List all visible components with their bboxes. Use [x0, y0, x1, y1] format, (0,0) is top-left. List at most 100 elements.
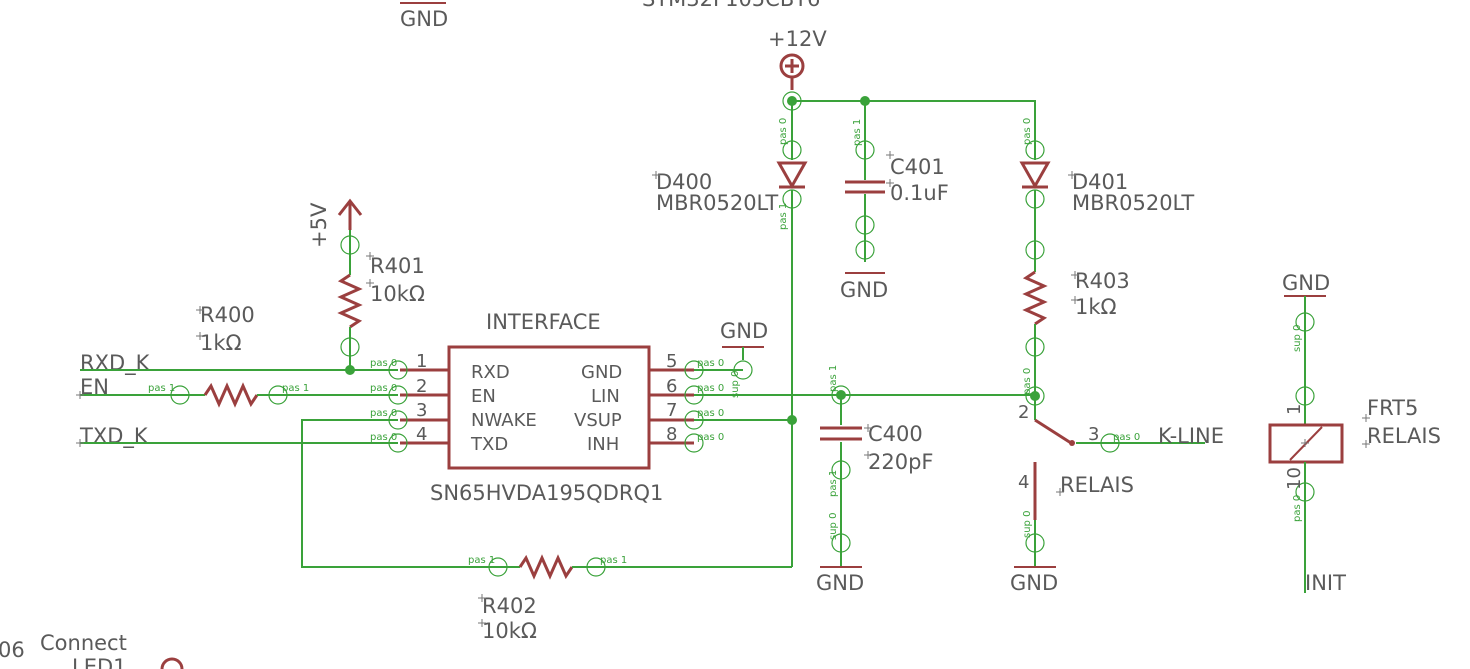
svg-text:pas 1: pas 1: [468, 555, 495, 566]
r402-value: 10kΩ: [482, 619, 537, 643]
svg-text:pas 0: pas 0: [370, 358, 397, 369]
svg-text:pas 0: pas 0: [1022, 368, 1033, 395]
svg-text:pas 0: pas 0: [778, 118, 789, 145]
ic-name: INTERFACE: [486, 310, 601, 334]
ic-body: [447, 345, 651, 470]
svg-text:8: 8: [666, 424, 677, 445]
d401-value: MBR0520LT: [1072, 191, 1194, 215]
svg-text:10: 10: [1284, 467, 1305, 490]
svg-text:pas 0: pas 0: [1292, 495, 1303, 522]
svg-text:pas 1: pas 1: [852, 119, 863, 146]
wire-nwake: [301, 419, 520, 568]
svg-text:pas 0: pas 0: [697, 358, 724, 369]
diode-d400: [776, 161, 808, 190]
r401-value: 10kΩ: [370, 282, 425, 306]
svg-text:4: 4: [416, 424, 427, 445]
gnd-label-c400: GND: [816, 571, 864, 595]
ic-pin-nwake: NWAKE: [471, 410, 537, 431]
v5-supply-symbol: [337, 198, 363, 230]
capacitor-c401: [845, 180, 885, 194]
svg-text:pas 0: pas 0: [370, 408, 397, 419]
ic-pin-lin: LIN: [591, 386, 620, 407]
r400-value: 1kΩ: [200, 331, 242, 355]
resistor-r400: [203, 382, 259, 408]
ic-pin-inh: INH: [587, 434, 619, 455]
ic-pin-en: EN: [471, 386, 496, 407]
svg-text:pas 0: pas 0: [697, 408, 724, 419]
svg-text:sup 0: sup 0: [1022, 511, 1033, 538]
d401-ref: D401: [1072, 170, 1128, 194]
svg-text:pas 1: pas 1: [778, 203, 789, 230]
gnd-label-relais: GND: [1010, 571, 1058, 595]
relais-switch: [1033, 418, 1075, 520]
v5-label: +5V: [307, 202, 331, 248]
svg-text:pas 0: pas 0: [697, 432, 724, 443]
svg-text:pas 0: pas 0: [370, 432, 397, 443]
svg-text:6: 6: [666, 376, 677, 397]
ic-pin-txd: TXD: [470, 434, 508, 455]
svg-text:pas 1: pas 1: [828, 470, 839, 497]
svg-text:pas 0: pas 0: [1113, 432, 1140, 443]
v12-supply-symbol: [779, 53, 805, 90]
coil-value: RELAIS: [1367, 424, 1441, 448]
r401-ref: R401: [370, 254, 425, 278]
diode-d401: [1019, 161, 1051, 190]
gnd-label-coil: GND: [1282, 271, 1330, 295]
svg-text:pas 0: pas 0: [697, 383, 724, 394]
resistor-r402: [518, 554, 574, 580]
d400-value: MBR0520LT: [656, 191, 778, 215]
svg-text:sup 0: sup 0: [1292, 325, 1303, 352]
r403-value: 1kΩ: [1075, 295, 1117, 319]
svg-text:7: 7: [666, 400, 677, 421]
gnd-label-ic: GND: [720, 319, 768, 343]
net-k-line: K-LINE: [1158, 424, 1224, 448]
svg-text:pas 1: pas 1: [148, 383, 175, 394]
svg-text:1: 1: [1284, 404, 1305, 415]
ic-right-pins: [649, 360, 704, 453]
connect-label: Connect: [40, 631, 127, 655]
r402-ref: R402: [482, 594, 537, 618]
svg-text:sup 0: sup 0: [730, 371, 741, 398]
svg-text:5: 5: [666, 351, 677, 372]
ic-left-pins: [388, 360, 449, 453]
ic-part: SN65HVDA195QDRQ1: [430, 481, 663, 505]
bottom-partial-label: 06: [0, 638, 25, 662]
gnd-label-top: GND: [400, 7, 448, 31]
c401-ref: C401: [890, 155, 945, 179]
v12-label: +12V: [768, 27, 827, 51]
net-rxd-k: RXD_K: [80, 351, 151, 376]
led1-label: LED1: [72, 655, 127, 669]
wire-12v-rail: [792, 100, 1036, 160]
r403-ref: R403: [1075, 269, 1130, 293]
relais-switch-ref: RELAIS: [1060, 473, 1134, 497]
c400-ref: C400: [868, 422, 923, 446]
svg-text:sup 0: sup 0: [828, 513, 839, 540]
gnd-label-c401: GND: [840, 278, 888, 302]
ic-pin-rxd: RXD: [471, 362, 510, 383]
coil-ref: FRT5: [1367, 396, 1418, 420]
origin-markers: [76, 151, 1370, 627]
svg-text:pas 0: pas 0: [1022, 118, 1033, 145]
c400-value: 220pF: [868, 450, 934, 474]
d400-ref: D400: [656, 170, 712, 194]
capacitor-c400: [820, 426, 862, 441]
svg-text:1: 1: [416, 351, 427, 372]
svg-text:pas 1: pas 1: [600, 555, 627, 566]
svg-text:2: 2: [1018, 402, 1029, 423]
resistor-r403: [1022, 270, 1048, 326]
led1-symbol-partial: [160, 657, 184, 669]
svg-text:3: 3: [1088, 424, 1099, 445]
svg-text:2: 2: [416, 376, 427, 397]
ic-pin-vsup: VSUP: [574, 410, 622, 431]
mcu-partial-label: STM32F105CBT6: [642, 0, 820, 11]
svg-text:pas 1: pas 1: [282, 383, 309, 394]
svg-text:3: 3: [416, 400, 427, 421]
r400-ref: R400: [200, 303, 255, 327]
svg-text:4: 4: [1018, 472, 1029, 493]
net-init: INIT: [1305, 571, 1346, 595]
c401-value: 0.1uF: [890, 181, 949, 205]
ic-pin-gnd: GND: [581, 362, 622, 383]
net-txd-k: TXD_K: [79, 424, 149, 449]
resistor-r401: [337, 273, 363, 329]
